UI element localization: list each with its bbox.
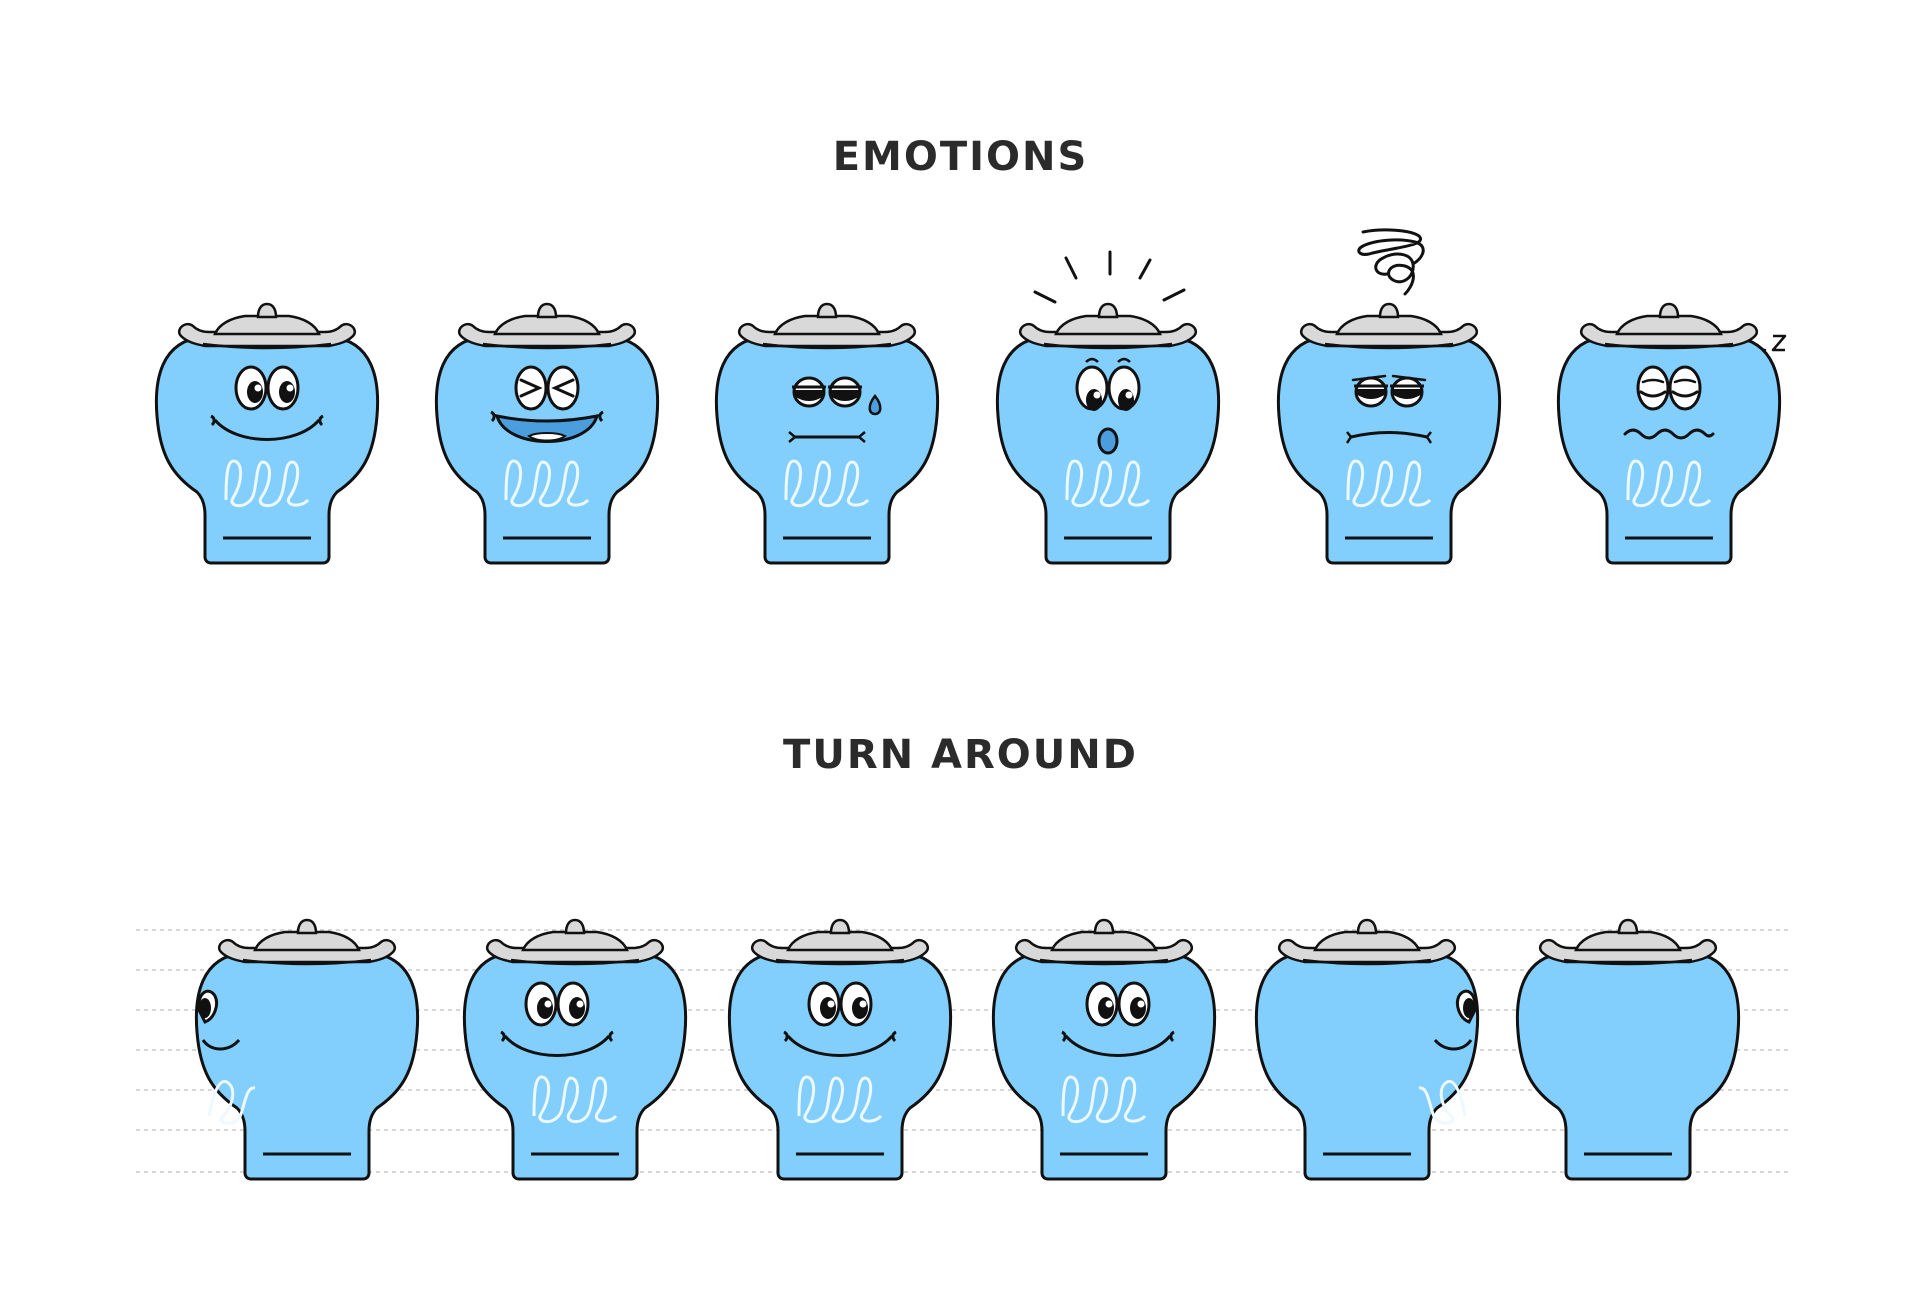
turnaround-guide-lines xyxy=(136,929,1790,1173)
smile-mouth xyxy=(213,418,321,441)
open-laugh-mouth xyxy=(494,414,600,443)
surprised-eyes xyxy=(1075,365,1141,411)
turnaround-right-side xyxy=(1254,918,1480,1181)
character-sleeping xyxy=(1556,302,1787,565)
o-mouth xyxy=(1097,427,1119,455)
character-happy xyxy=(154,302,380,565)
closed-eyes xyxy=(1636,365,1702,411)
dizzy-swirl-icon xyxy=(1357,228,1425,296)
sad-eyes xyxy=(792,376,862,408)
surprise-burst-icon xyxy=(1033,250,1186,304)
turnaround-three-quarter-right xyxy=(991,918,1217,1181)
dizzy-eyes xyxy=(1351,374,1427,408)
turnaround-title: TURN AROUND xyxy=(783,732,1138,778)
wavy-mouth xyxy=(1623,428,1715,440)
frown-mouth xyxy=(1350,431,1428,439)
turnaround-back xyxy=(1515,918,1741,1181)
turnaround-three-quarter-left xyxy=(462,918,688,1181)
laughing-eyes xyxy=(514,365,580,411)
character-dizzy xyxy=(1276,228,1502,565)
side-eye xyxy=(197,989,219,1024)
character-laughing xyxy=(434,302,660,565)
tear-icon xyxy=(868,393,882,416)
character-surprised xyxy=(995,250,1221,565)
side-eye xyxy=(1455,989,1477,1024)
turnaround-front xyxy=(727,918,953,1181)
character-sad xyxy=(714,302,940,565)
emotions-title: EMOTIONS xyxy=(832,134,1089,180)
turnaround-left-side xyxy=(194,918,420,1181)
happy-eyes xyxy=(234,365,300,411)
